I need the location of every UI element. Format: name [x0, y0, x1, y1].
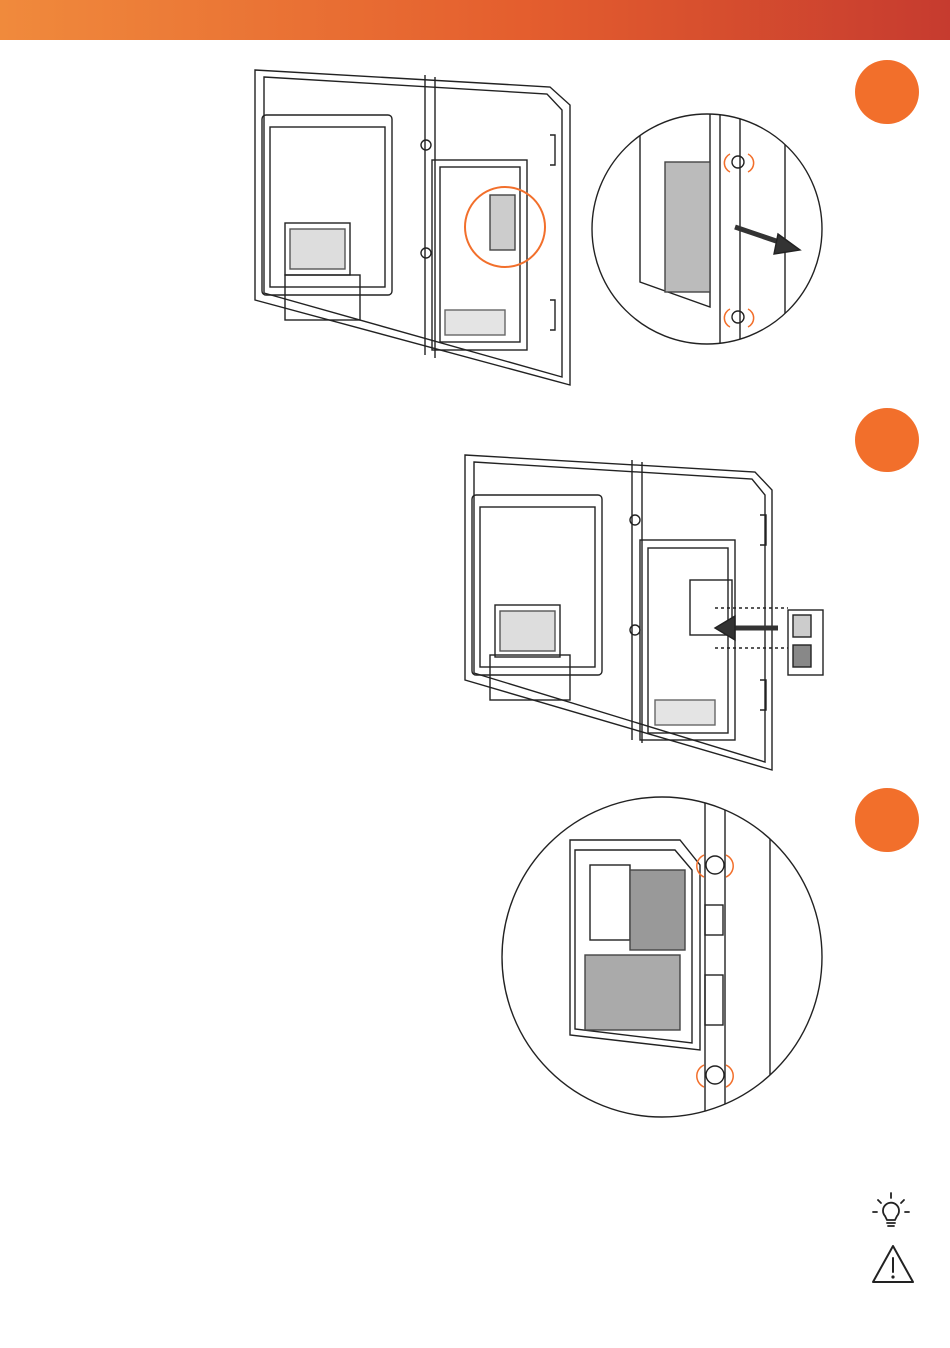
display-back-illustration-1	[250, 65, 580, 395]
step-3-badge	[855, 788, 919, 852]
lightbulb-icon	[870, 1190, 912, 1232]
warning-icon	[870, 1243, 916, 1285]
step-1-badge	[855, 60, 919, 124]
step-2-badge	[855, 408, 919, 472]
detail-zoom-remove-screws	[590, 112, 825, 347]
display-back-illustration-2	[460, 450, 830, 775]
header-bar	[0, 0, 950, 40]
detail-zoom-tighten-screws	[500, 795, 825, 1120]
